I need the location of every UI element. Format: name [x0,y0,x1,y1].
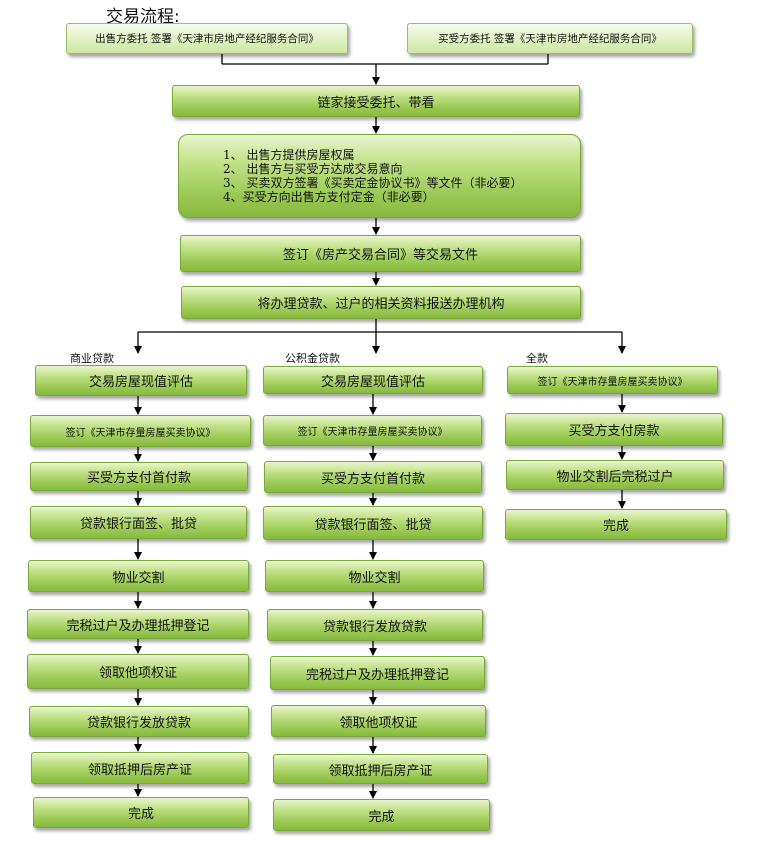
commercial-step: 领取抵押后房产证 [31,752,249,784]
provident-step: 贷款银行发放贷款 [267,609,483,641]
commercial-step: 完税过户及办理抵押登记 [27,609,249,639]
provident-step: 签订《天津市存量房屋买卖协议》 [263,415,482,446]
lianjia-accept-box: 链家接受委托、带看 [172,85,580,117]
preliminary-step: 1、 出售方提供房屋权属 [223,148,355,162]
seller-entrust-box: 出售方委托 签署《天津市房地产经纪服务合同》 [66,23,348,54]
provident-step: 买受方支付首付款 [264,461,482,493]
provident-step: 交易房屋现值评估 [263,366,483,394]
commercial-step: 物业交割 [28,560,249,592]
commercial-step: 买受方支付首付款 [30,462,248,491]
preliminary-steps-box: 1、 出售方提供房屋权属 2、 出售方与买受方达成交易意向 3、 买卖双方签署《… [178,134,581,218]
full-step: 物业交割后完税过户 [506,460,724,490]
commercial-step: 签订《天津市存量房屋买卖协议》 [30,415,251,447]
preliminary-step: 3、 买卖双方签署《买卖定金协议书》等文件（非必要） [223,176,523,190]
preliminary-step: 4、买受方向出售方支付定金（非必要） [223,190,435,204]
branch-label-full: 全款 [526,352,548,365]
provident-step: 完税过户及办理抵押登记 [270,656,485,690]
commercial-step: 交易房屋现值评估 [35,365,247,396]
buyer-entrust-box: 买受方委托 签署《天津市房地产经纪服务合同》 [407,23,693,54]
flow-title: 交易流程: [106,7,180,27]
preliminary-steps-list: 1、 出售方提供房屋权属 2、 出售方与买受方达成交易意向 3、 买卖双方签署《… [223,148,522,204]
branch-label-commercial: 商业贷款 [70,352,114,365]
commercial-step: 贷款银行面签、批贷 [30,506,247,539]
preliminary-step: 2、 出售方与买受方达成交易意向 [223,162,403,176]
full-step: 完成 [505,509,727,540]
provident-step: 领取他项权证 [271,705,486,737]
provident-step: 贷款银行面签、批贷 [263,506,483,540]
commercial-step: 领取他项权证 [27,654,249,689]
branch-label-provident: 公积金贷款 [285,352,340,365]
provident-step: 完成 [273,799,490,831]
provident-step: 物业交割 [265,560,484,592]
full-step: 买受方支付房款 [505,413,723,446]
provident-step: 领取抵押后房产证 [273,754,488,784]
full-step: 签订《天津市存量房屋买卖协议》 [507,366,718,394]
commercial-step: 完成 [33,797,249,828]
submit-materials-box: 将办理贷款、过户的相关资料报送办理机构 [181,286,581,319]
sign-contract-box: 签订《房产交易合同》等交易文件 [180,235,581,272]
commercial-step: 贷款银行发放贷款 [29,706,249,737]
